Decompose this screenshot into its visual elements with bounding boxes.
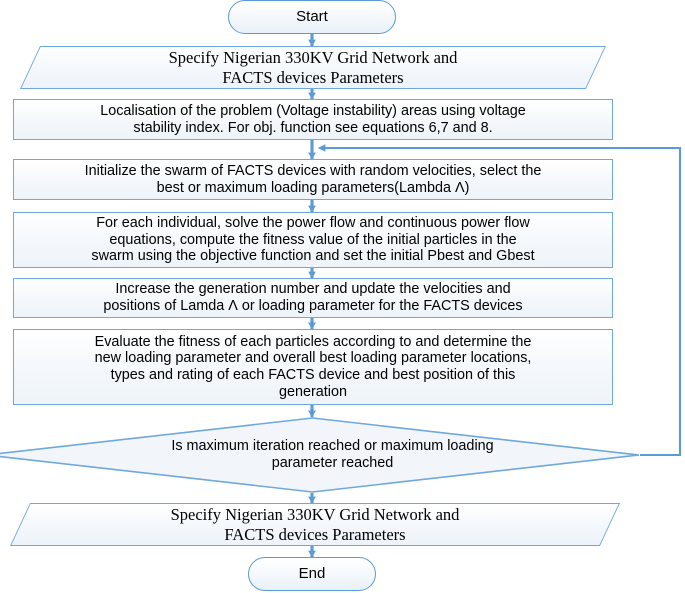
node-initialize-swarm[interactable]: Initialize the swarm of FACTS devices wi… (13, 159, 613, 200)
node-end[interactable]: End (248, 557, 376, 591)
node-evaluate-fitness-label: Evaluate the fitness of each particles a… (94, 333, 532, 400)
node-increase-generation-label: Increase the generation number and updat… (103, 281, 523, 314)
node-localisation-label: Localisation of the problem (Voltage ins… (100, 102, 526, 136)
node-power-flow[interactable]: For each individual, solve the power flo… (13, 212, 613, 268)
node-increase-generation[interactable]: Increase the generation number and updat… (13, 278, 613, 318)
node-initialize-swarm-label: Initialize the swarm of FACTS devices wi… (84, 162, 542, 196)
node-start[interactable]: Start (228, 0, 396, 34)
node-specify-network-bottom-label: Specify Nigerian 330KV Grid Network and … (170, 505, 460, 544)
node-localisation[interactable]: Localisation of the problem (Voltage ins… (13, 99, 613, 140)
node-specify-network-bottom[interactable]: Specify Nigerian 330KV Grid Network and … (9, 503, 621, 546)
node-end-label: End (298, 565, 326, 583)
node-decision-max-iteration-label: Is maximum iteration reached or maximum … (171, 438, 494, 471)
node-evaluate-fitness[interactable]: Evaluate the fitness of each particles a… (13, 329, 613, 405)
node-specify-network-top-label: Specify Nigerian 330KV Grid Network and … (168, 48, 458, 87)
node-specify-network-top[interactable]: Specify Nigerian 330KV Grid Network and … (19, 46, 607, 89)
node-decision-max-iteration[interactable]: Is maximum iteration reached or maximum … (0, 417, 640, 493)
node-power-flow-label: For each individual, solve the power flo… (91, 214, 535, 265)
node-start-label: Start (296, 8, 328, 26)
diamond-shape (0, 417, 640, 493)
